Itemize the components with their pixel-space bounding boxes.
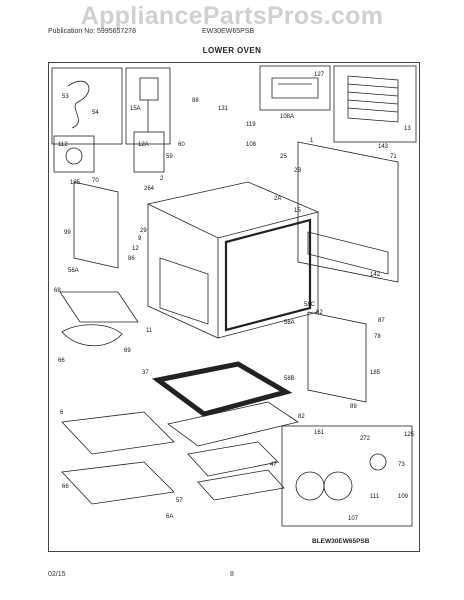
oven-racks-shape (347, 75, 399, 123)
callout-label: 108 (246, 142, 257, 148)
callout-label: 68 (54, 288, 61, 294)
publication-number: Publication No: 5995657278 (48, 28, 136, 35)
bottom-panel-57-shape (187, 441, 279, 477)
inset-box-racks (333, 65, 417, 143)
callout-label: 37 (142, 370, 149, 376)
callout-labels: 53 54 15A 88 131 119 108A 127 1 13 112 1… (54, 72, 415, 522)
callout-label: 6 (60, 410, 64, 416)
callout-label: 127 (314, 72, 325, 78)
side-panel-right-shape (307, 311, 367, 403)
rack-6-shape (61, 411, 175, 455)
page-title: LOWER OVEN (202, 46, 262, 55)
callout-label: 2 (160, 176, 164, 182)
callout-label: 6A (166, 514, 173, 520)
callout-label: 13 (404, 126, 411, 132)
callout-label: 12 (132, 246, 139, 252)
callout-label: 86 (128, 256, 135, 262)
callout-label: 15 (294, 208, 301, 214)
element-127-shape (271, 77, 319, 99)
model-number: EW30EW65PSB (202, 28, 255, 35)
callout-label: 125 (404, 432, 415, 438)
callout-label: 66 (58, 358, 65, 364)
oven-cavity-shape (146, 181, 320, 339)
inset-box-112 (53, 135, 95, 173)
callout-label: 70 (92, 178, 99, 184)
callout-label: 73 (398, 462, 405, 468)
inset-box-wire-harness (51, 67, 123, 145)
element-66-shape (61, 324, 123, 347)
diagram-code: BLEW30EW65PSB (312, 538, 370, 545)
element-68-shape (59, 291, 139, 323)
callout-label: 58A (284, 320, 295, 326)
callout-label: 56A (68, 268, 79, 274)
side-panel-left-shape (73, 181, 119, 269)
callout-label: 99 (64, 230, 71, 236)
callout-label: 142 (370, 272, 381, 278)
callout-label: 53 (62, 94, 69, 100)
back-panel-shape (297, 141, 399, 283)
callout-label: 1 (310, 138, 314, 144)
inset-box-element-127 (259, 65, 331, 111)
door-gasket-shape (151, 361, 293, 417)
callout-label: 11 (146, 328, 153, 334)
inset-box-sensor (125, 67, 171, 145)
callout-label: 59 (166, 154, 173, 160)
control-bracket-shape (307, 231, 389, 275)
callout-label: 107 (348, 516, 359, 522)
callout-label: 69 (124, 348, 131, 354)
fan-left-shape (295, 471, 325, 501)
callout-label: 112 (58, 142, 68, 148)
bottom-panel-80-shape (197, 469, 285, 501)
callout-label: 66 (62, 484, 69, 490)
inset-box-12a (133, 131, 165, 173)
callout-label: 143 (378, 144, 389, 150)
fan-motor-shape (369, 453, 387, 471)
callout-label: 12A (138, 142, 149, 148)
callout-label: 89 (350, 404, 357, 410)
callout-label: 54 (92, 110, 99, 116)
rack-6a-shape (61, 461, 175, 505)
callout-label: 62 (316, 310, 323, 316)
callout-label: 71 (390, 154, 397, 160)
callout-label: 15A (130, 106, 141, 112)
callout-label: 185 (70, 180, 81, 186)
callout-label: 29 (140, 228, 147, 234)
callout-label: 78 (374, 334, 381, 340)
callout-label: 57 (176, 498, 183, 504)
door-panel-82-shape (167, 401, 299, 447)
footer-date: 02/15 (48, 571, 66, 578)
callout-label: 161 (314, 430, 325, 436)
sensor-shape (139, 77, 159, 101)
callout-label: 131 (218, 106, 229, 112)
callout-label: 185 (370, 370, 381, 376)
diagram-frame (48, 62, 420, 552)
callout-label: 272 (360, 436, 371, 442)
callout-label: 47 (270, 462, 277, 468)
callout-label: 9 (138, 236, 142, 242)
footer-page-number: 8 (230, 571, 234, 578)
callout-label: 25 (280, 154, 287, 160)
callout-label: 111 (370, 494, 380, 500)
probe-112-shape (65, 147, 83, 165)
callout-label: 58B (284, 376, 295, 382)
callout-label: 88 (192, 98, 199, 104)
watermark: AppliancePartsPros.com (80, 2, 384, 30)
callout-label: 264 (144, 186, 155, 192)
callout-label: 119 (246, 122, 256, 128)
callout-label: 109 (398, 494, 409, 500)
callout-label: 2A (274, 196, 281, 202)
callout-label: 87 (378, 318, 385, 324)
callout-label: 82 (298, 414, 305, 420)
callout-label: 60 (178, 142, 185, 148)
wire-harness-shape (67, 80, 90, 129)
callout-label: 2B (294, 168, 301, 174)
convection-inset-box (281, 425, 413, 527)
exploded-parts-diagram: 53 54 15A 88 131 119 108A 127 1 13 112 1… (51, 65, 417, 527)
fan-right-shape (323, 471, 353, 501)
callout-label: 108A (280, 114, 294, 120)
callout-label: 58C (304, 302, 316, 308)
